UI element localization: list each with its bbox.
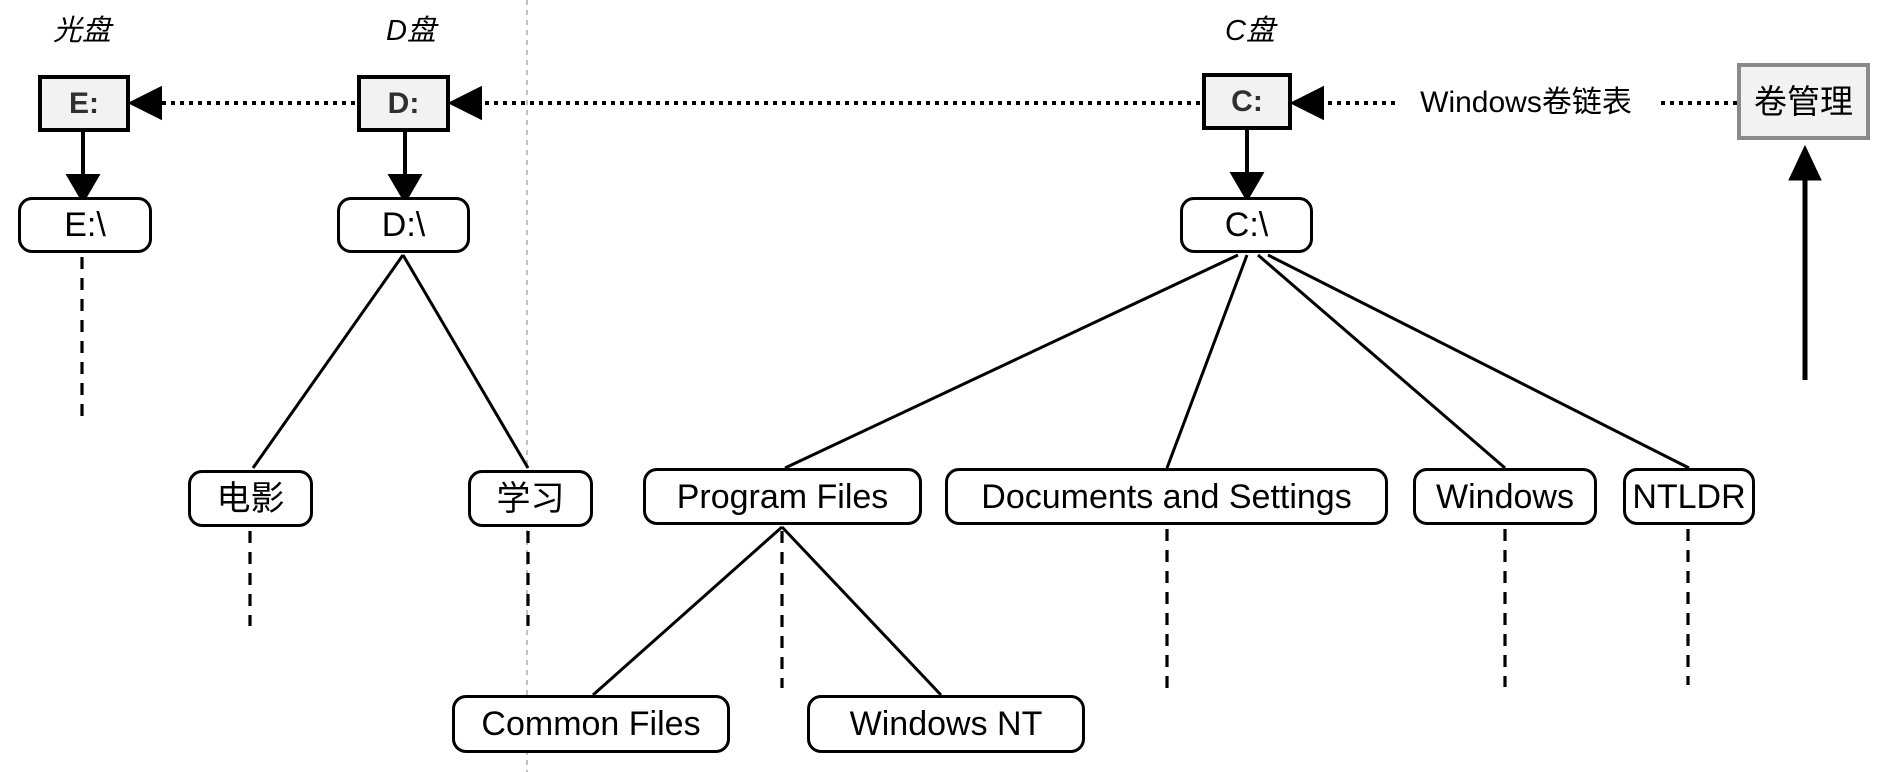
drive-e-box: E: <box>38 75 130 132</box>
root-d-box: D:\ <box>337 197 470 253</box>
subtree-continuation-dashes <box>80 257 1690 690</box>
windows-volume-chain-label: Windows卷链表 <box>1396 85 1656 121</box>
tree-edges <box>251 253 1690 697</box>
folder-study-box: 学习 <box>468 470 593 527</box>
root-c-box: C:\ <box>1180 197 1313 253</box>
volume-manager-box: 卷管理 <box>1737 63 1870 140</box>
folder-movies-box: 电影 <box>188 470 313 527</box>
folder-documents-and-settings-box: Documents and Settings <box>945 468 1388 525</box>
folder-common-files-box: Common Files <box>452 695 730 753</box>
manager-up-arrow <box>1788 144 1822 380</box>
drive-d-box: D: <box>357 75 450 132</box>
c-disk-title-label: C盘 <box>1225 15 1275 47</box>
folder-windows-box: Windows <box>1413 468 1597 525</box>
drive-c-box: C: <box>1202 73 1292 130</box>
disc-title-label: 光盘 <box>52 15 111 47</box>
drive-to-root-arrows <box>65 130 1265 204</box>
folder-windows-nt-box: Windows NT <box>807 695 1085 753</box>
d-disk-title-label: D盘 <box>386 15 436 47</box>
root-e-box: E:\ <box>18 197 152 253</box>
folder-ntldr-box: NTLDR <box>1623 468 1755 525</box>
folder-program-files-box: Program Files <box>643 468 922 525</box>
